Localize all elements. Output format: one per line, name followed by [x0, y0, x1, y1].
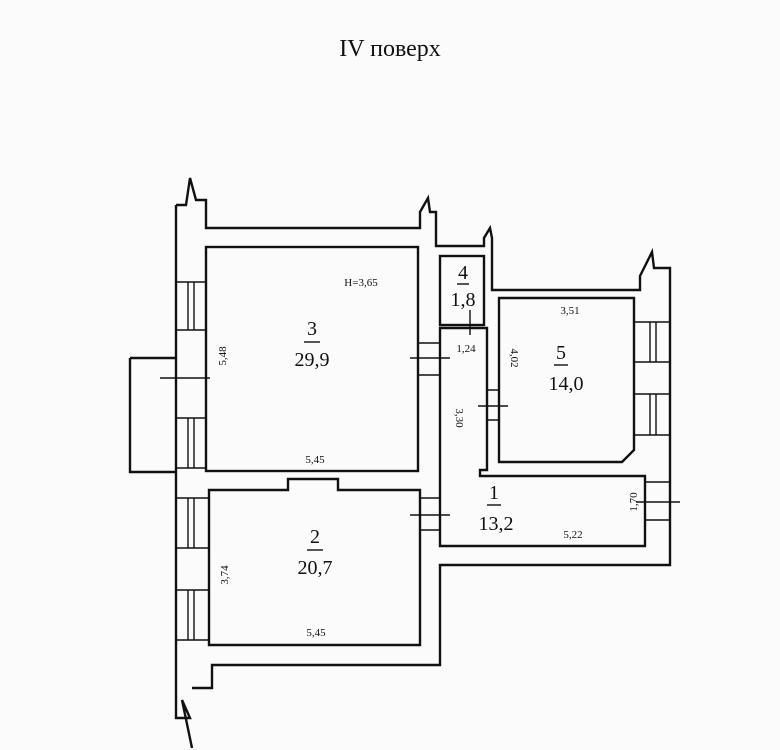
dim-room1-height: 1,70: [628, 492, 640, 512]
dim-room2-height: 3,74: [219, 565, 231, 585]
room-2-area: 20,7: [298, 557, 333, 579]
dim-room3-width: 5,45: [305, 454, 325, 466]
room-1-outline: [438, 326, 647, 548]
room-1-number: 1: [489, 482, 499, 504]
dim-corridor-width: 1,24: [456, 343, 476, 355]
room-2-outline: [207, 477, 422, 647]
dim-corridor-length: 3,30: [453, 408, 465, 428]
room-5-area: 14,0: [549, 373, 584, 395]
room-4-area: 1,8: [451, 289, 476, 311]
room-1-area: 13,2: [479, 513, 514, 535]
room-5-number: 5: [556, 342, 566, 364]
ceiling-height: H=3,65: [344, 277, 378, 289]
room-3-outline: [204, 245, 420, 473]
doors: [160, 310, 680, 531]
room-3-area: 29,9: [295, 349, 330, 371]
room-5-outline: [497, 296, 636, 464]
dim-room5-height: 4,02: [508, 348, 520, 367]
floor-title: IV поверх: [339, 36, 441, 62]
room-4-number: 4: [458, 262, 468, 284]
dim-room5-width: 3,51: [560, 305, 579, 317]
room-labels: 3 29,9 2 20,7 1 13,2 4 1,8 5 14,0: [295, 262, 584, 579]
room-walls: [204, 245, 647, 647]
outer-walls: [128, 177, 672, 749]
room-4-outline: [438, 254, 486, 327]
dim-room3-height: 5,48: [217, 346, 229, 366]
room-3-number: 3: [307, 318, 317, 340]
room-2-number: 2: [310, 526, 320, 548]
dim-room2-width: 5,45: [306, 627, 326, 639]
windows: [176, 281, 671, 641]
dim-room1-width: 5,22: [563, 529, 582, 541]
dimension-labels: H=3,65 5,48 5,45 3,74 5,45 1,24 3,30 3,5…: [217, 277, 640, 639]
